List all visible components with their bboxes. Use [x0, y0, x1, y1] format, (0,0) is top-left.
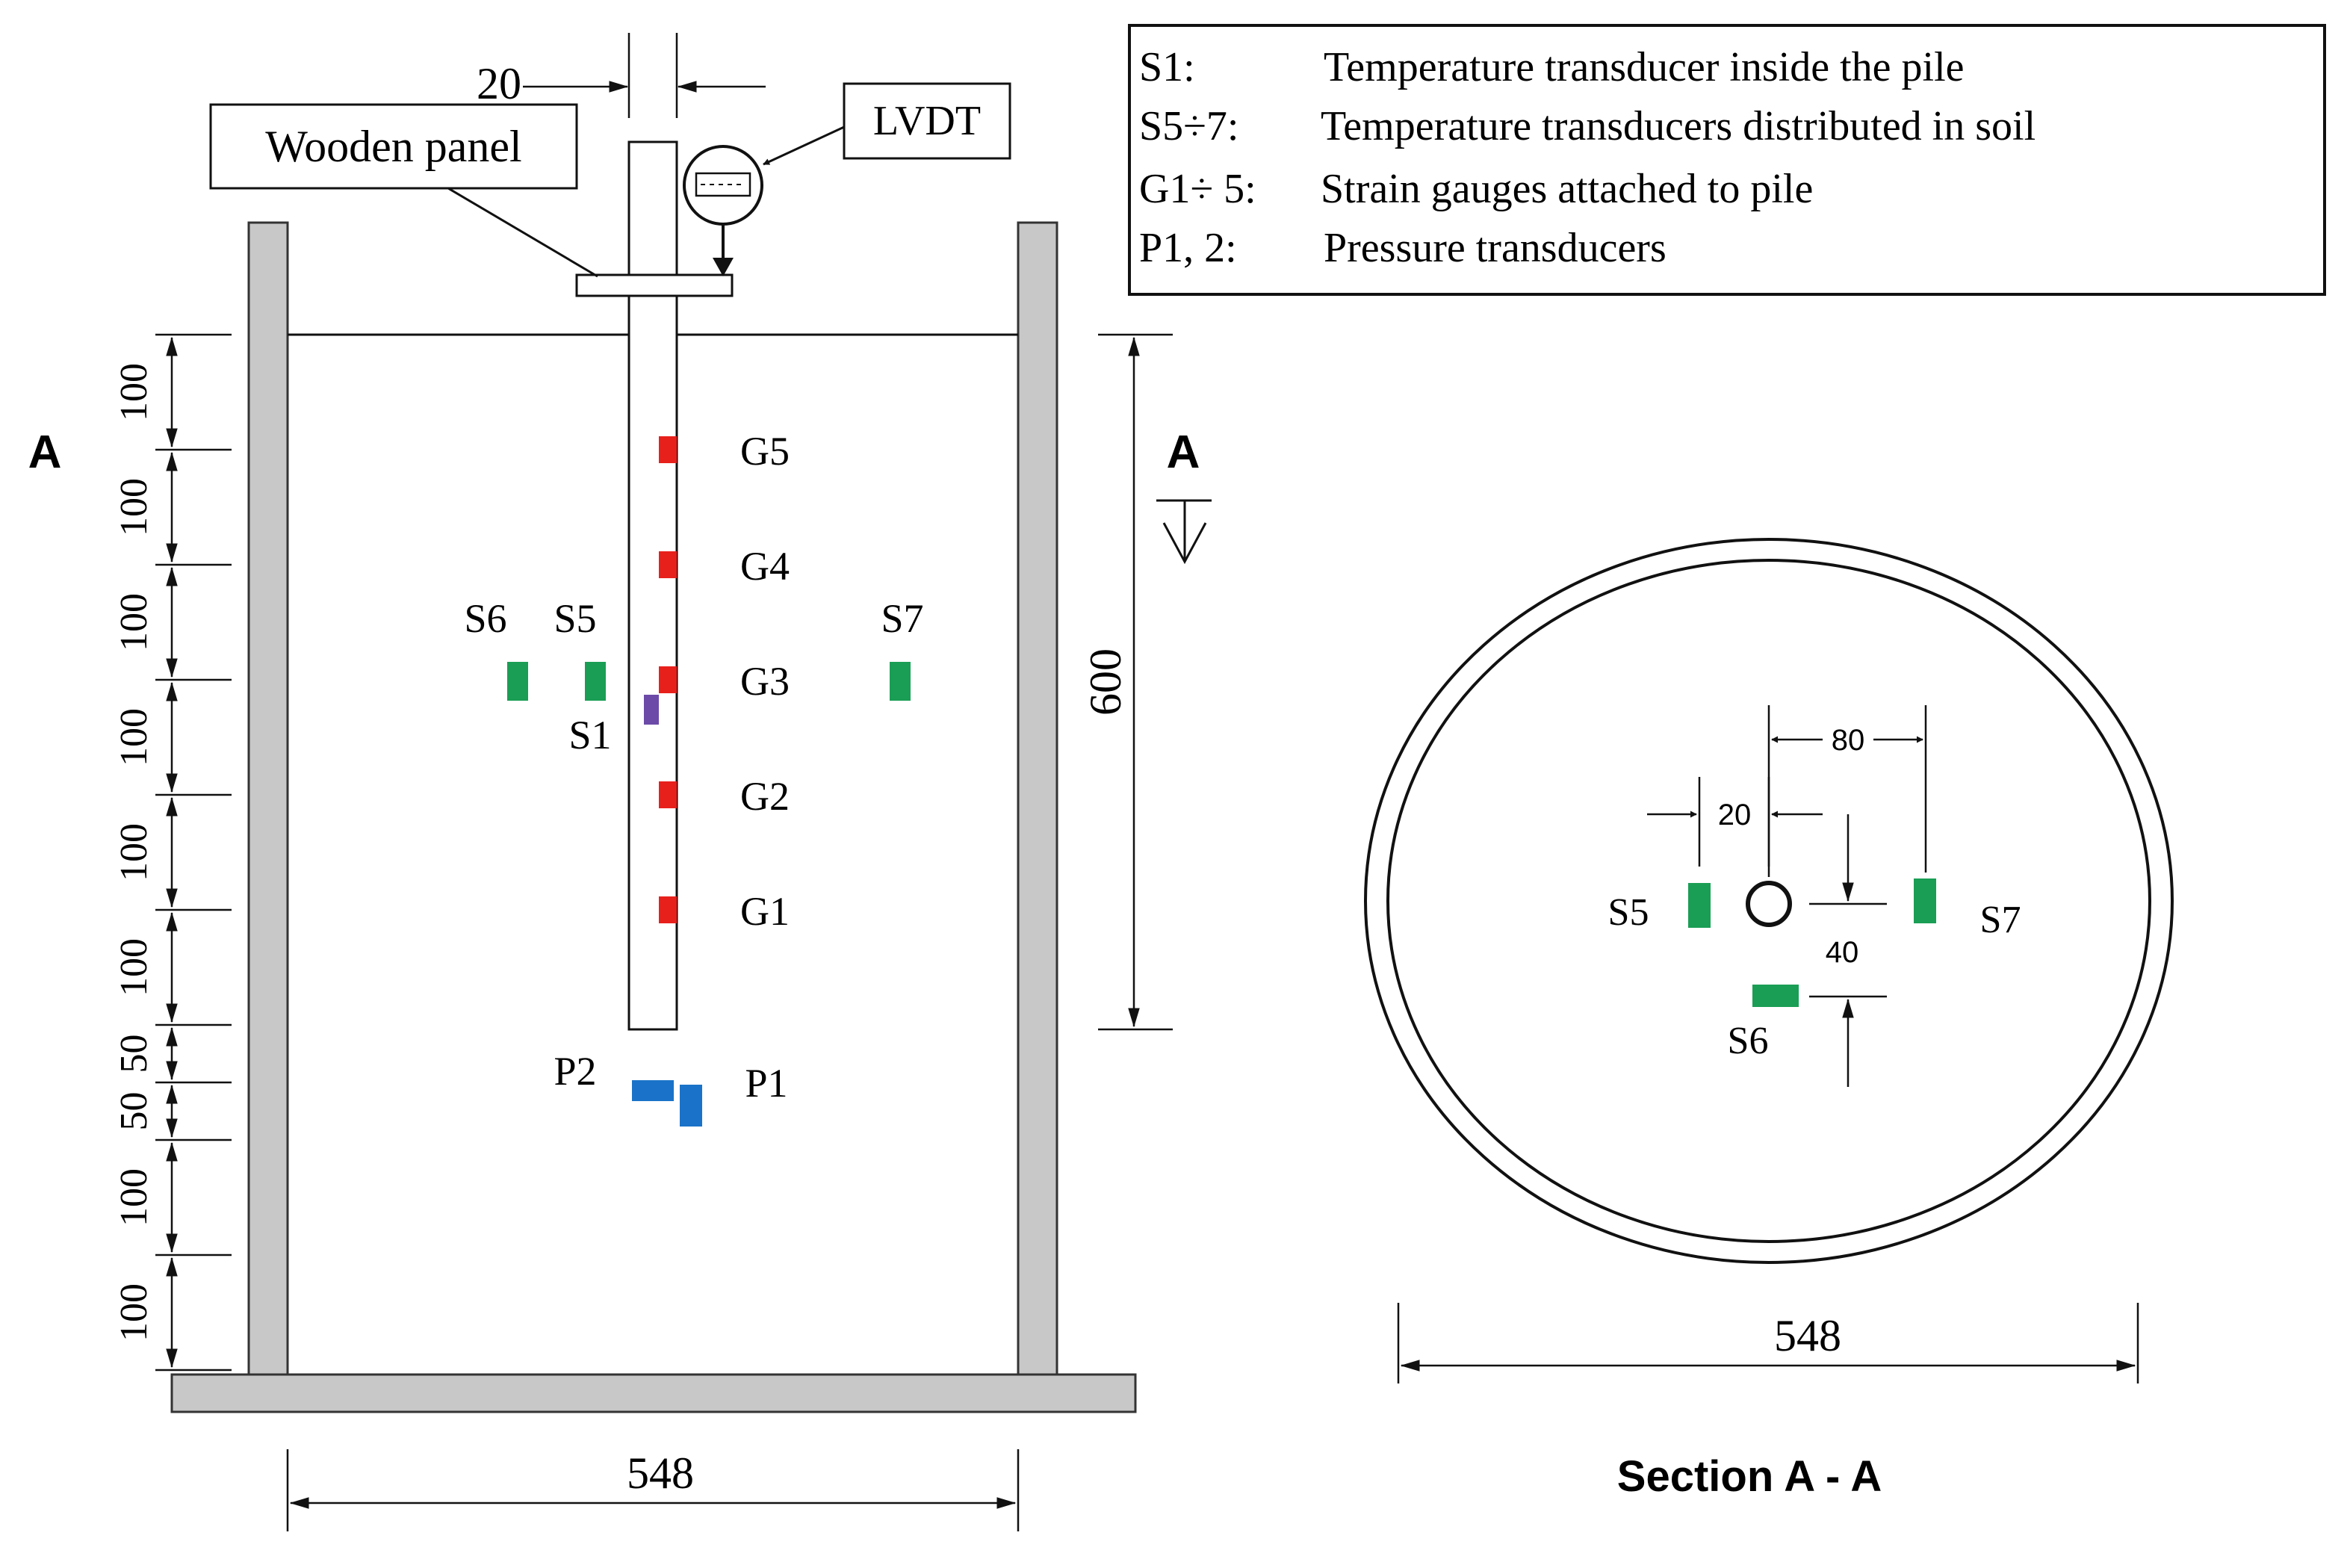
legend-desc-s1: Temperature transducer inside the pile	[1324, 44, 1965, 90]
dim40-label: 40	[1826, 936, 1859, 969]
sensor-s7	[890, 662, 911, 701]
lvdt-label: LVDT	[873, 98, 981, 144]
strain-gauge-g1	[659, 896, 677, 923]
legend-frame	[1128, 24, 2326, 296]
spacing-label: 100	[113, 938, 155, 997]
pressure-p1-label: P1	[745, 1061, 787, 1106]
tank-wall-left	[247, 221, 289, 1376]
legend-code-s5-7: S5÷7:	[1139, 103, 1238, 149]
spacing-label: 100	[113, 1168, 155, 1227]
tank-wall-right	[1017, 221, 1058, 1376]
legend-desc-s5-7: Temperature transducers distributed in s…	[1321, 103, 2036, 149]
strain-gauge-label-g1: G1	[740, 889, 790, 934]
strain-gauge-label-g3: G3	[740, 659, 790, 704]
section-mark-left: A	[28, 427, 62, 478]
sensor-s6-label: S6	[464, 596, 506, 641]
section-mark-right: A	[1167, 427, 1200, 478]
section-title: Section A - A	[1617, 1452, 1882, 1501]
spacing-label: 100	[113, 478, 155, 536]
strain-gauge-g4	[659, 551, 677, 578]
sec-width-label: 548	[1774, 1311, 1841, 1360]
sensor-s5	[585, 662, 606, 701]
lvdt-label-box	[843, 82, 1011, 160]
section-s6-label: S6	[1728, 1020, 1769, 1062]
pile-width-label: 20	[477, 59, 521, 108]
legend-desc-g1-5: Strain gauges attached to pile	[1321, 166, 1813, 212]
sensor-s1	[644, 695, 659, 725]
legend-code-s1: S1:	[1139, 44, 1195, 90]
strain-gauge-g5	[659, 436, 677, 463]
section-sensor-s6	[1752, 985, 1799, 1007]
spacing-label: 100	[113, 1283, 155, 1342]
wooden-panel	[575, 273, 734, 297]
legend-code-g1-5: G1÷ 5:	[1139, 166, 1256, 212]
strain-gauge-g2	[659, 781, 677, 808]
lvdt-gauge-icon	[683, 145, 763, 276]
sensor-s5-label: S5	[554, 596, 596, 641]
sensor-s1-label: S1	[568, 713, 611, 757]
spacing-label: 100	[113, 823, 155, 881]
strain-gauge-label-g5: G5	[740, 429, 790, 474]
strain-gauge-label-g2: G2	[740, 774, 790, 819]
tank-base	[170, 1373, 1137, 1413]
strain-gauge-label-g4: G4	[740, 544, 790, 589]
section-sensor-s7	[1914, 878, 1936, 923]
section-s5-label: S5	[1608, 891, 1649, 934]
tank-outer-circle	[1364, 538, 2174, 1264]
sensor-s6	[507, 662, 528, 701]
spacing-label: 100	[113, 593, 155, 651]
tank-inner-circle	[1386, 559, 2151, 1243]
pressure-transducer-p1	[680, 1085, 702, 1127]
wooden-panel-label: Wooden panel	[265, 122, 521, 171]
section-cut-symbol	[1156, 499, 1212, 565]
wooden-panel-leader	[447, 187, 598, 278]
dim20-label: 20	[1718, 799, 1752, 831]
strain-gauge-g3	[659, 666, 677, 693]
pile-cross-section	[1746, 881, 1792, 927]
dim80-label: 80	[1832, 724, 1865, 757]
legend-box: S1: Temperature transducer inside the pi…	[1128, 24, 2326, 296]
vertical-spacing-dimensions: 100 100 100 100 100 100 50 50 100 100	[113, 333, 232, 1372]
lvdt-leader	[763, 125, 845, 166]
pressure-transducer-p2	[632, 1080, 674, 1101]
spacing-label: 50	[113, 1035, 155, 1073]
spacing-label: 100	[113, 708, 155, 766]
spacing-label: 100	[113, 363, 155, 421]
section-sensor-s5	[1688, 883, 1711, 928]
legend-desc-p1-2: Pressure transducers	[1324, 225, 1667, 271]
pressure-p2-label: P2	[554, 1049, 596, 1094]
section-s7-label: S7	[1980, 899, 2021, 941]
spacing-label: 50	[113, 1092, 155, 1131]
height-label: 600	[1081, 648, 1130, 716]
legend-code-p1-2: P1, 2:	[1139, 225, 1237, 271]
wooden-panel-label-box	[209, 103, 578, 190]
section-view: S5 S7 S6 80 20 40 548 Section A - A	[1364, 538, 2174, 1501]
sensor-s7-label: S7	[881, 596, 923, 641]
width-label: 548	[627, 1448, 694, 1498]
